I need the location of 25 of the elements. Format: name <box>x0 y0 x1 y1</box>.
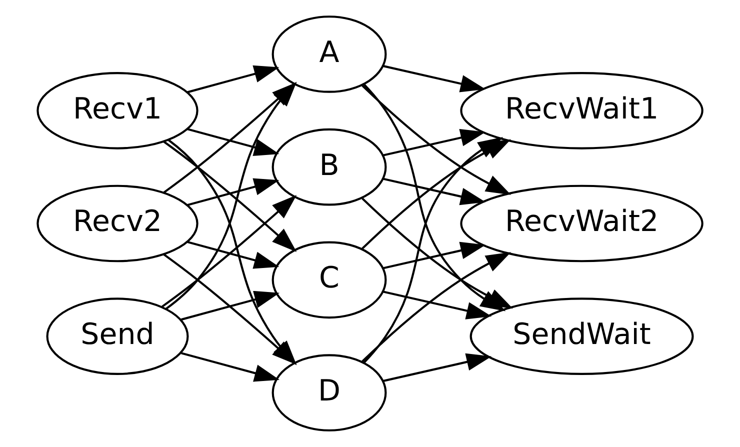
node-ellipse: Recv1 <box>36 72 198 150</box>
arrow <box>187 178 280 206</box>
node-ellipse: SendWait <box>470 298 694 375</box>
node-ellipse: A <box>272 16 387 93</box>
arrow <box>383 65 486 92</box>
arrow <box>162 195 297 308</box>
node-ellipse: C <box>272 241 387 319</box>
arrow <box>383 290 492 320</box>
node-ellipse: Recv2 <box>36 184 198 262</box>
node-ellipse: D <box>272 354 387 432</box>
arrow <box>362 198 513 309</box>
node-ellipse: B <box>272 128 387 206</box>
arrow <box>383 129 486 156</box>
arrow <box>383 353 492 382</box>
arrow <box>187 240 280 269</box>
arrow <box>187 128 280 156</box>
arrow <box>181 352 280 382</box>
arrow <box>187 65 280 94</box>
arrow <box>163 140 297 252</box>
arrow <box>181 290 280 321</box>
arrow <box>383 242 486 270</box>
arrow <box>363 137 504 364</box>
arrow <box>362 252 512 362</box>
arrow <box>383 178 486 206</box>
node-ellipse: Send <box>46 298 189 375</box>
